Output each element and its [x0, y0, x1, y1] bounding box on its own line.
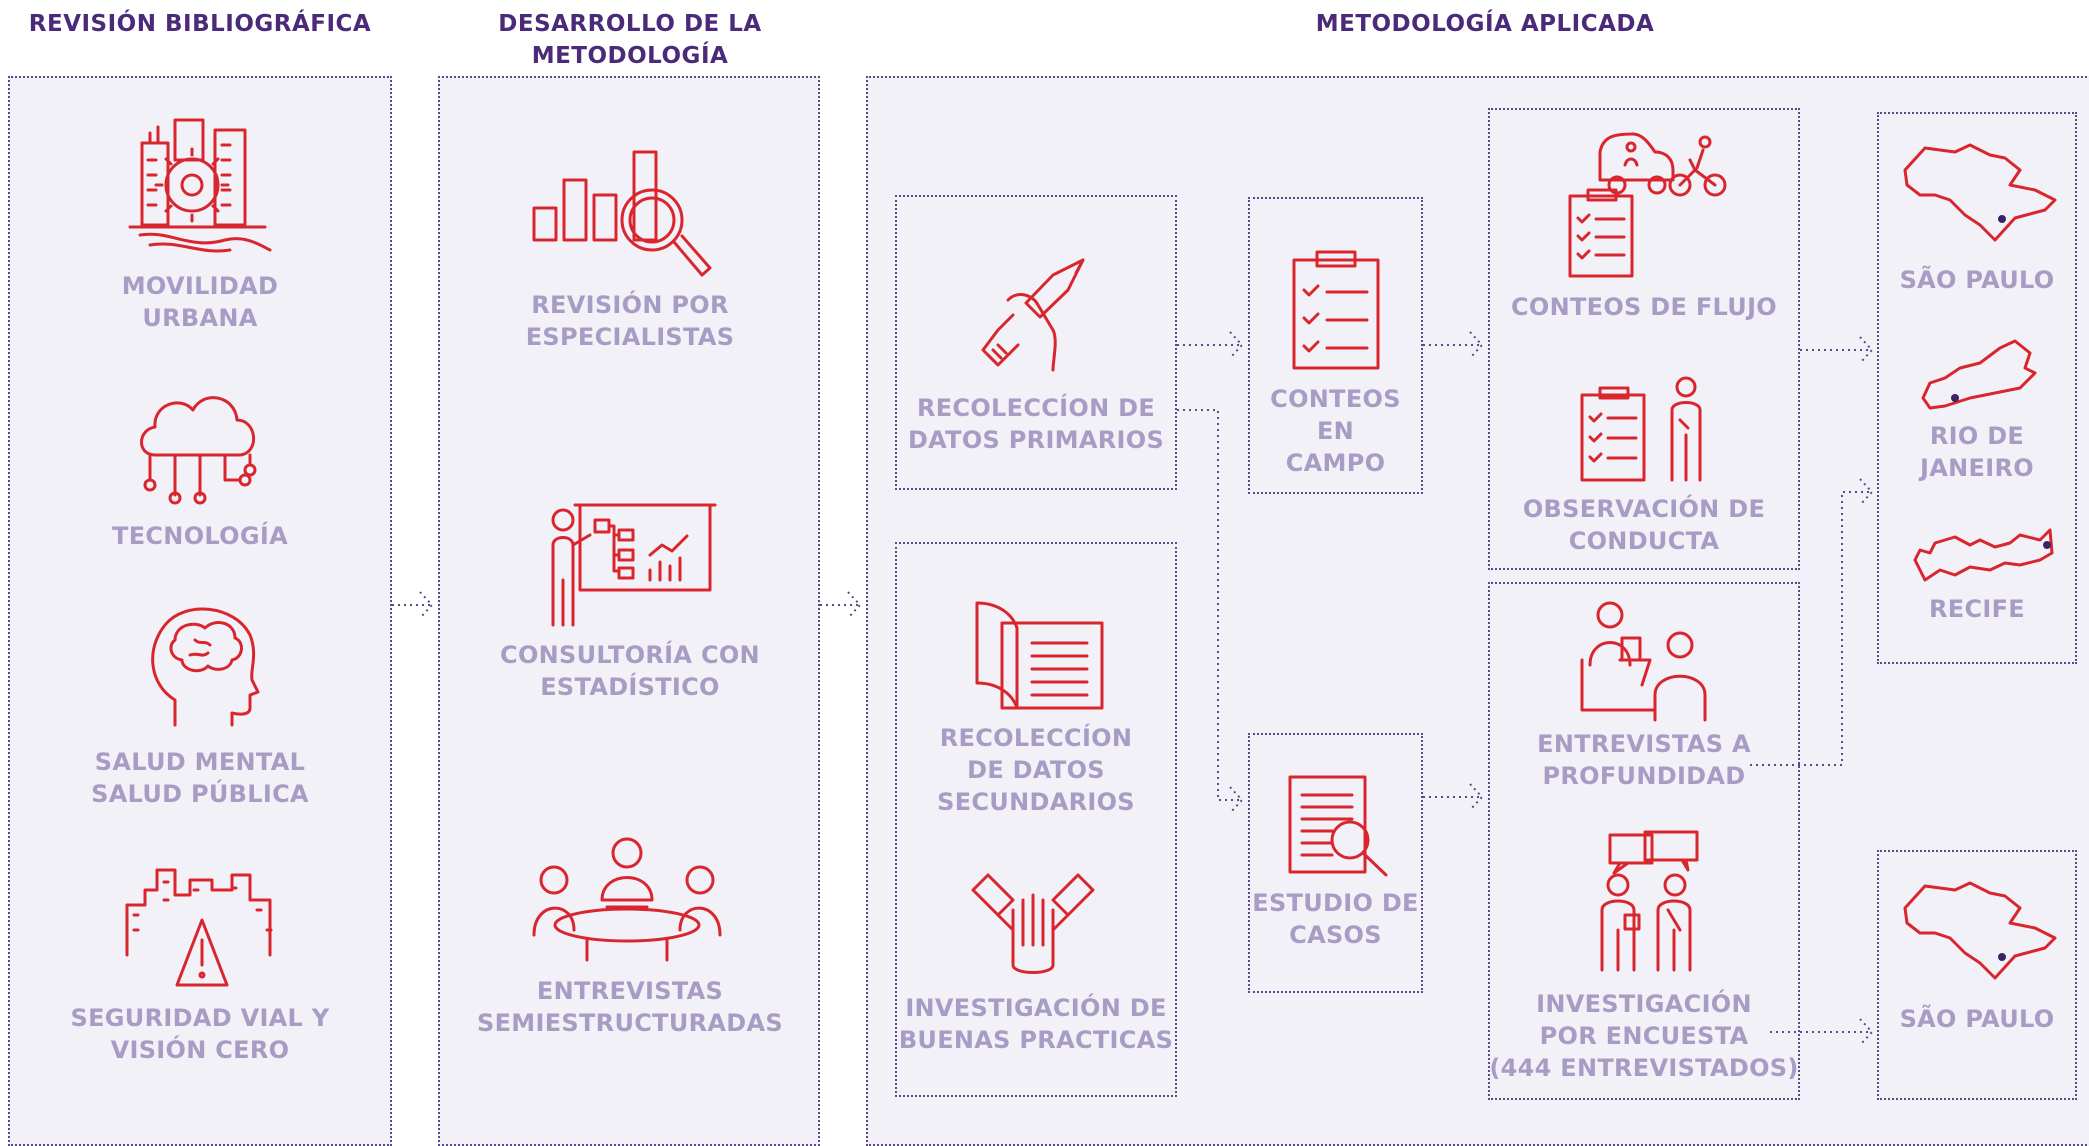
label-line: URBANA — [142, 304, 258, 332]
survey-people-icon — [1600, 830, 1699, 972]
label-line: RECIFE — [1928, 595, 2025, 623]
label-recife: RECIFE — [1877, 593, 2077, 625]
label-encuesta: INVESTIGACIÓN POR ENCUESTA (444 ENTREVIS… — [1488, 988, 1800, 1084]
label-line: MOVILIDAD — [121, 272, 279, 300]
label-revision-especialistas: REVISIÓN POR ESPECIALISTAS — [470, 289, 790, 353]
box-secundarios — [895, 542, 1177, 1097]
header-metodologia-aplicada: METODOLOGÍA APLICADA — [1315, 11, 1655, 37]
label-line: CONTEOS DE FLUJO — [1510, 293, 1778, 321]
label-observacion: OBSERVACIÓN DE CONDUCTA — [1488, 493, 1800, 557]
recife-map-icon — [1913, 528, 2054, 582]
label-salud: SALUD MENTAL SALUD PÚBLICA — [50, 746, 350, 810]
document-magnifier-icon — [1288, 775, 1388, 877]
label-line: CAMPO — [1285, 449, 1386, 477]
label-line: RECOLECCÍON DE — [916, 394, 1156, 422]
label-sao-paulo: SÃO PAULO — [1877, 264, 2077, 296]
bar-chart-magnifier-icon — [532, 150, 712, 277]
label-line: POR ENCUESTA — [1539, 1022, 1749, 1050]
box-conteos-campo — [1248, 197, 1423, 494]
header-line: METODOLOGÍA — [531, 43, 729, 69]
label-movilidad-urbana: MOVILIDAD URBANA — [50, 270, 350, 334]
sao-paulo-map-icon-bottom — [1903, 881, 2057, 980]
label-line: REVISIÓN POR — [531, 291, 729, 319]
label-line: CONDUCTA — [1568, 527, 1720, 555]
label-line: CONTEOS EN — [1270, 385, 1401, 445]
label-line: RECOLECCÍON — [939, 724, 1133, 752]
label-tecnologia: TECNOLOGÍA — [50, 520, 350, 552]
panel-desarrollo-metodologia — [438, 76, 820, 1146]
box-flujo-conducta — [1488, 108, 1800, 570]
presentation-board-icon — [551, 503, 717, 627]
label-line: SÃO PAULO — [1899, 266, 2055, 294]
label-line: DE DATOS — [967, 756, 1105, 784]
label-primarios: RECOLECCÍON DE DATOS PRIMARIOS — [895, 392, 1177, 456]
label-line: VISIÓN CERO — [110, 1036, 290, 1064]
label-entrevistas-semi: ENTREVISTAS SEMIESTRUCTURADAS — [460, 975, 800, 1039]
label-line: (444 ENTREVISTADOS) — [1489, 1054, 1799, 1082]
label-secundarios: RECOLECCÍON DE DATOS SECUNDARIOS — [895, 722, 1177, 818]
meeting-table-icon — [532, 837, 722, 962]
open-book-icon — [975, 601, 1104, 710]
car-bicycle-icon — [1598, 132, 1727, 197]
cloud-network-icon — [140, 396, 257, 505]
label-line: CONSULTORÍA CON — [500, 641, 760, 669]
label-line: BUENAS PRACTICAS — [898, 1026, 1174, 1054]
label-sao-paulo-bottom: SÃO PAULO — [1877, 1003, 2077, 1035]
label-line: ENTREVISTAS A — [1537, 730, 1751, 758]
clipboard-flow-icon — [1568, 188, 1634, 278]
header-revision-bibliografica: REVISIÓN BIBLIOGRÁFICA — [28, 11, 372, 37]
label-seguridad-vial: SEGURIDAD VIAL Y VISIÓN CERO — [40, 1002, 360, 1066]
label-line: RIO DE JANEIRO — [1920, 422, 2034, 482]
label-line: SEGURIDAD VIAL Y — [70, 1004, 330, 1032]
label-conteos-flujo: CONTEOS DE FLUJO — [1488, 291, 1800, 323]
city-gear-icon — [128, 118, 272, 253]
box-cities-top — [1877, 112, 2077, 664]
interview-desk-icon — [1580, 601, 1707, 722]
label-line: INVESTIGACIÓN — [1536, 990, 1752, 1018]
label-line: ESTUDIO DE — [1252, 889, 1419, 917]
label-line: SÃO PAULO — [1899, 1005, 2055, 1033]
box-city-bottom — [1877, 850, 2077, 1100]
warning-city-icon — [125, 868, 273, 987]
label-line: CASOS — [1289, 921, 1382, 949]
label-line: SECUNDARIOS — [937, 788, 1135, 816]
label-buenas-practicas: INVESTIGACIÓN DE BUENAS PRACTICAS — [895, 992, 1177, 1056]
handshake-icon — [971, 873, 1095, 974]
checklist-icon — [1292, 250, 1380, 370]
label-conteos-campo: CONTEOS EN CAMPO — [1248, 383, 1423, 479]
brain-head-icon — [151, 607, 260, 727]
rio-map-icon — [1921, 339, 2037, 410]
label-consultoria: CONSULTORÍA CON ESTADÍSTICO — [470, 639, 790, 703]
box-primarios — [895, 195, 1177, 490]
label-line: OBSERVACIÓN DE — [1522, 495, 1766, 523]
label-line: ESTADÍSTICO — [540, 673, 720, 701]
label-line: ENTREVISTAS — [536, 977, 724, 1005]
sao-paulo-map-icon — [1903, 143, 2057, 242]
label-line: TECNOLOGÍA — [112, 522, 288, 550]
panel-revision-bibliografica — [8, 76, 392, 1146]
header-desarrollo-metodologia: DESARROLLO DE LA METODOLOGÍA — [440, 8, 820, 72]
label-line: PROFUNDIDAD — [1542, 762, 1746, 790]
label-line: SEMIESTRUCTURADAS — [477, 1009, 783, 1037]
header-line: DESARROLLO DE LA — [498, 11, 762, 37]
label-line: ESPECIALISTAS — [525, 323, 735, 351]
label-line: INVESTIGACIÓN DE — [905, 994, 1167, 1022]
label-estudio-casos: ESTUDIO DE CASOS — [1248, 887, 1423, 951]
hand-pencil-icon — [981, 258, 1085, 372]
label-line: SALUD PÚBLICA — [91, 780, 309, 808]
label-rio-de-janeiro: RIO DE JANEIRO — [1877, 420, 2077, 484]
label-line: DATOS PRIMARIOS — [907, 426, 1165, 454]
label-entrevistas-profundidad: ENTREVISTAS A PROFUNDIDAD — [1488, 728, 1800, 792]
clipboard-person-icon — [1580, 376, 1702, 482]
label-line: SALUD MENTAL — [94, 748, 306, 776]
